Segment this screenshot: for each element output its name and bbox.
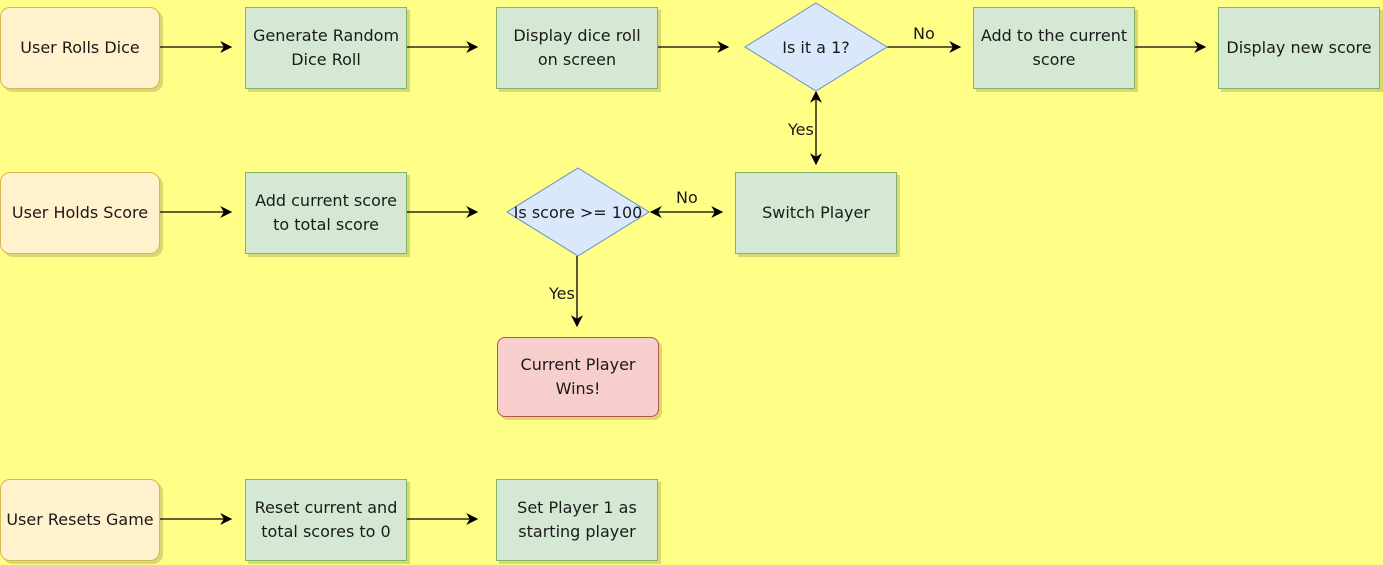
node-label: User Resets Game [6, 510, 154, 529]
is-it-a-1-decision: Is it a 1? [744, 2, 888, 92]
node-label: Set Player 1 as starting player [517, 498, 637, 541]
decision-label: Is score >= 100 [513, 202, 643, 222]
user-rolls-dice-node: User Rolls Dice [0, 7, 160, 89]
edge-label-yes: Yes [788, 120, 814, 139]
node-label: Current Player Wins! [520, 355, 636, 398]
reset-scores-node: Reset current and total scores to 0 [245, 479, 407, 561]
edge-label-no: No [913, 24, 935, 43]
is-score-100-decision: Is score >= 100 [506, 167, 650, 257]
user-holds-score-node: User Holds Score [0, 172, 160, 254]
set-player-1-node: Set Player 1 as starting player [496, 479, 658, 561]
node-label: Reset current and total scores to 0 [254, 498, 398, 541]
decision-shape [506, 167, 650, 257]
edge-label-yes: Yes [549, 284, 575, 303]
node-label: Switch Player [762, 203, 870, 222]
node-label: Display dice roll on screen [513, 26, 641, 69]
node-label: Generate Random Dice Roll [252, 26, 400, 69]
add-current-to-total-node: Add current score to total score [245, 172, 407, 254]
user-resets-game-node: User Resets Game [0, 479, 160, 561]
node-label: Add current score to total score [255, 191, 397, 234]
switch-player-node: Switch Player [735, 172, 897, 254]
decision-shape [744, 2, 888, 92]
edge-label-no: No [676, 188, 698, 207]
display-dice-roll-node: Display dice roll on screen [496, 7, 658, 89]
display-new-score-node: Display new score [1218, 7, 1380, 89]
node-label: Add to the current score [980, 26, 1128, 69]
current-player-wins-node: Current Player Wins! [497, 337, 659, 417]
node-label: User Holds Score [11, 203, 149, 222]
node-label: Display new score [1226, 38, 1372, 57]
add-to-current-score-node: Add to the current score [973, 7, 1135, 89]
generate-random-dice-roll-node: Generate Random Dice Roll [245, 7, 407, 89]
decision-label: Is it a 1? [782, 37, 850, 57]
node-label: User Rolls Dice [20, 38, 140, 57]
